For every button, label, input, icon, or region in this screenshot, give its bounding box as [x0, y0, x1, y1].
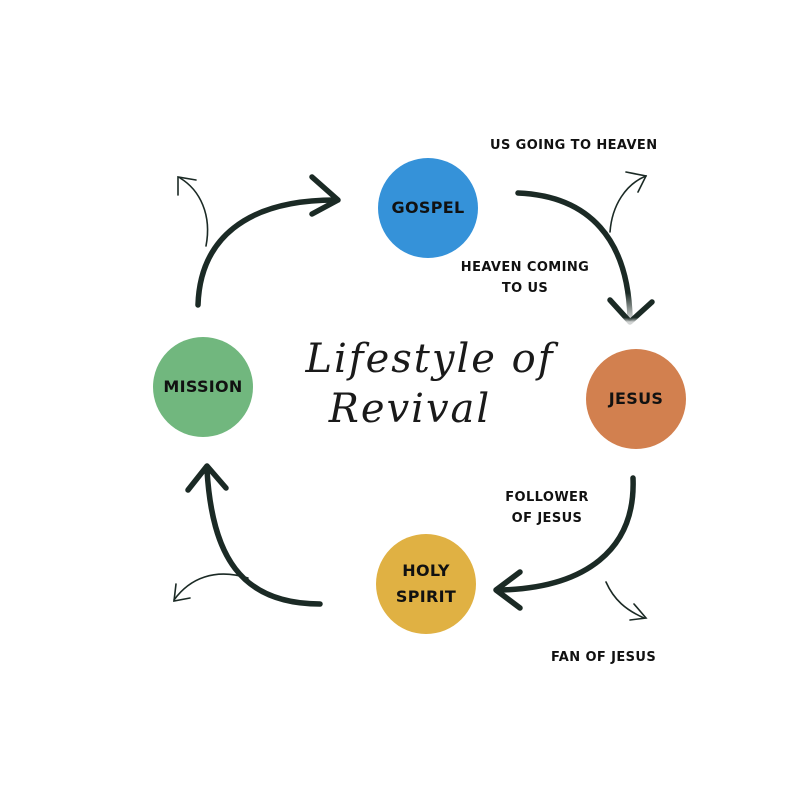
- label-fan-of-jesus: FAN OF JESUS: [551, 650, 657, 665]
- jesus-label: JESUS: [608, 389, 664, 408]
- arrow-jesus-to-holy-spirit: [493, 475, 636, 611]
- mission-label: MISSION: [163, 377, 243, 396]
- arrow-fan-of-jesus: [605, 581, 648, 621]
- heaven-coming-line2: TO US: [501, 281, 549, 296]
- arrow-us-going-to-heaven: [609, 171, 648, 233]
- holy-spirit-label-line1: HOLY: [402, 561, 450, 580]
- arrow-mission-to-gospel: [195, 174, 341, 308]
- gospel-label: GOSPEL: [391, 198, 465, 217]
- arrow-holy-spirit-to-mission: [185, 463, 323, 607]
- label-us-going-to-heaven: US GOING TO HEAVEN: [490, 138, 658, 153]
- heaven-coming-line1: HEAVEN COMING: [460, 260, 590, 275]
- jesus-node: JESUS: [586, 349, 686, 449]
- label-heaven-coming-to-us: HEAVEN COMING TO US: [455, 257, 595, 299]
- mission-node: MISSION: [153, 337, 253, 437]
- diagram-title: Lifestyle of Revival: [300, 334, 560, 434]
- holy-spirit-label-line2: SPIRIT: [395, 587, 457, 606]
- title-line1: Lifestyle of: [305, 336, 555, 382]
- arrow-lower-left-branch: [173, 573, 249, 602]
- gospel-node: GOSPEL: [378, 158, 478, 258]
- label-follower-of-jesus: FOLLOWER OF JESUS: [495, 487, 599, 529]
- arrow-gospel-to-jesus: [515, 190, 655, 325]
- follower-line2: OF JESUS: [511, 511, 583, 526]
- holy-spirit-node: HOLY SPIRIT: [376, 534, 476, 634]
- arrow-upper-left-branch: [177, 176, 209, 247]
- follower-line1: FOLLOWER: [505, 490, 589, 505]
- title-line2: Revival: [328, 386, 492, 432]
